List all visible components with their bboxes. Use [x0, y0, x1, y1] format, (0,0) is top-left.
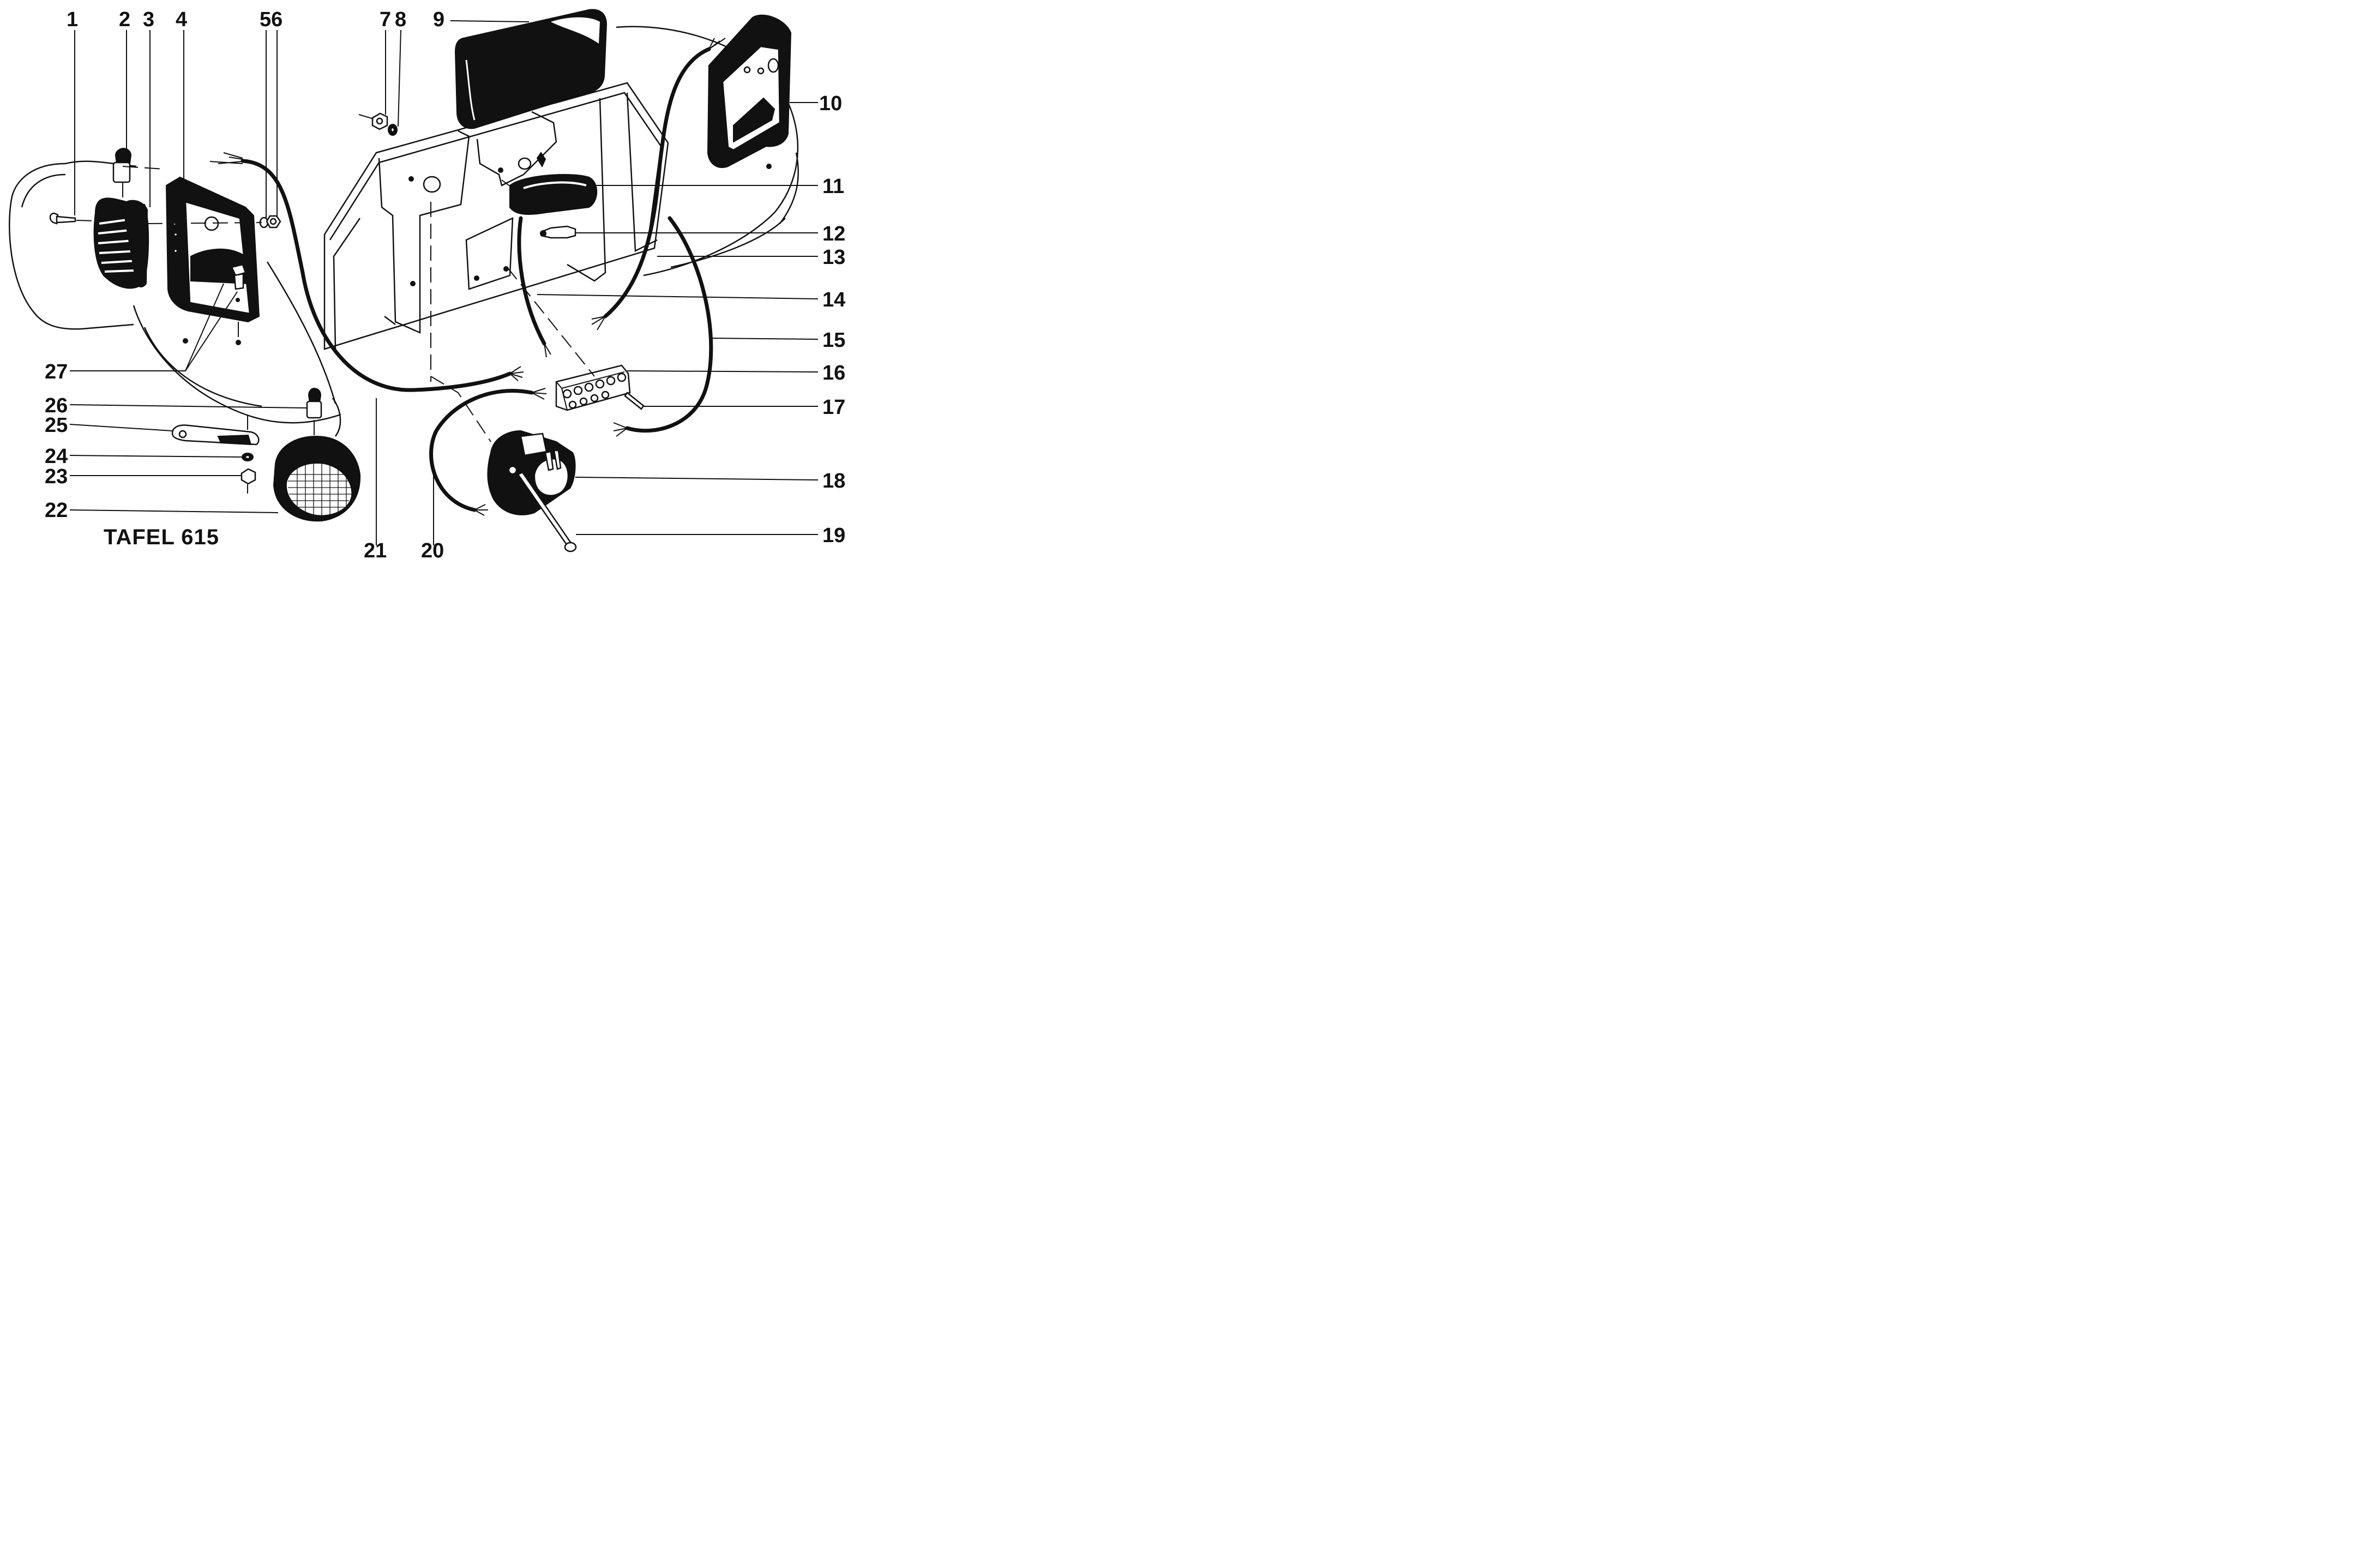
callout-11: 11	[822, 175, 844, 198]
callout-18: 18	[822, 470, 845, 492]
callout-labels: 1 2 3 4 56 7 8 9 10 11 12 13 14 15 16 17…	[45, 8, 845, 562]
panel-bulb	[540, 225, 576, 239]
nut-washer-top	[358, 112, 398, 136]
callout-7: 7	[380, 8, 391, 31]
bulb-lower	[306, 387, 322, 439]
screw-left	[49, 213, 96, 225]
wiring-cables	[209, 38, 726, 516]
callout-4: 4	[176, 8, 187, 31]
callout-19: 19	[822, 524, 845, 547]
callout-24: 24	[45, 445, 68, 468]
callout-17: 17	[822, 396, 845, 419]
callout-22: 22	[45, 499, 68, 522]
callout-27: 27	[45, 361, 68, 383]
callout-12: 12	[822, 223, 845, 245]
callout-20: 20	[421, 539, 444, 562]
right-lamp-housing	[707, 14, 792, 169]
handlebar-switch	[487, 430, 577, 552]
callout-15: 15	[822, 329, 845, 352]
callout-23: 23	[45, 465, 68, 488]
callout-25: 25	[45, 414, 68, 437]
panel-lamp	[509, 152, 598, 215]
exploded-parts-diagram: 1 2 3 4 56 7 8 9 10 11 12 13 14 15 16 17…	[9, 8, 845, 562]
bracket-assembly	[171, 414, 260, 494]
callout-13: 13	[822, 246, 845, 269]
callout-3: 3	[143, 8, 154, 31]
callout-1: 1	[67, 8, 78, 31]
callout-16: 16	[822, 362, 845, 385]
right-body-outline	[616, 26, 799, 277]
left-ribbed-lamp	[93, 197, 149, 289]
callout-2: 2	[119, 8, 130, 31]
leader-lines	[69, 20, 819, 545]
bolt-left	[231, 263, 246, 302]
terminal-block	[555, 364, 645, 411]
lamp-base-plate	[165, 176, 260, 345]
plate-title: TAFEL 615	[104, 525, 219, 549]
rear-lamp-cover	[454, 9, 608, 129]
left-fender-outline	[9, 160, 341, 437]
callout-14: 14	[822, 289, 845, 311]
callout-8: 8	[395, 8, 406, 31]
callout-9: 9	[433, 8, 444, 31]
horn	[273, 435, 361, 522]
callout-10: 10	[819, 92, 842, 115]
bulb-left	[112, 147, 132, 197]
callout-21: 21	[364, 539, 387, 562]
callout-56: 56	[260, 8, 282, 31]
callout-26: 26	[45, 394, 68, 417]
